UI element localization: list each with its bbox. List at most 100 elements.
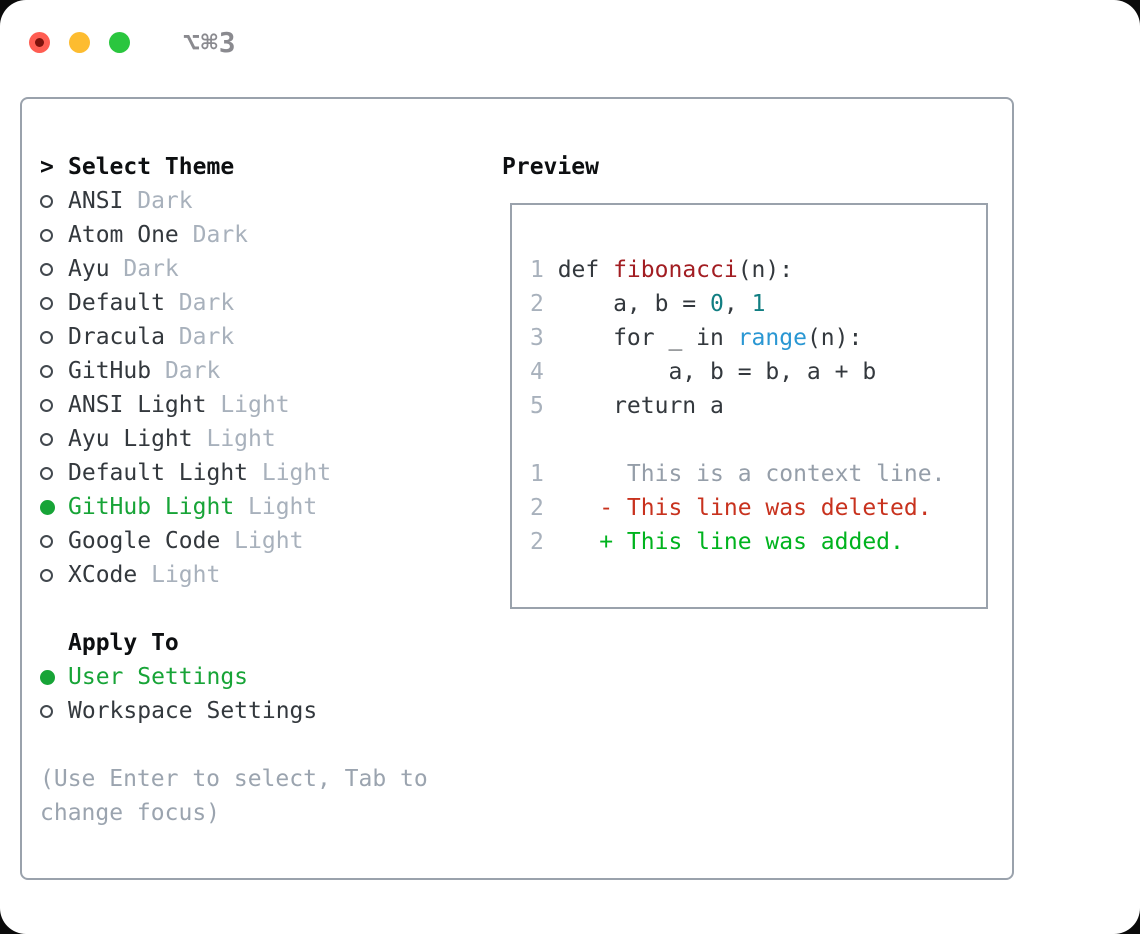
theme-option-ayu[interactable]: Ayu Dark — [40, 252, 480, 286]
blank-line — [530, 423, 970, 457]
theme-variant-badge: Dark — [123, 188, 193, 214]
code-segment-deleted: - This line was deleted. — [557, 495, 932, 521]
theme-name: XCode — [68, 562, 138, 588]
radio-icon — [40, 466, 53, 480]
theme-name: ANSI — [68, 188, 124, 214]
code-line: 2 a, b = 0, 1 — [530, 287, 970, 321]
radio-icon — [40, 262, 53, 276]
code-segment-code: a, b = b, a + b — [557, 359, 877, 385]
select-theme-title: Select Theme — [68, 154, 235, 180]
theme-option-google-code[interactable]: Google Code Light — [40, 524, 480, 558]
radio-cell — [40, 669, 68, 685]
radio-icon — [40, 364, 53, 378]
apply-to-title: Apply To — [68, 630, 179, 656]
code-segment-num: 0 — [710, 291, 724, 317]
diff-added-line: 2 + This line was added. — [530, 525, 970, 559]
line-number: 2 — [530, 529, 544, 555]
apply-option-workspace-settings[interactable]: Workspace Settings — [40, 694, 480, 728]
theme-option-atom-one[interactable]: Atom One Dark — [40, 218, 480, 252]
theme-option-ayu-light[interactable]: Ayu Light Light — [40, 422, 480, 456]
theme-name: ANSI Light — [68, 392, 207, 418]
radio-icon — [40, 228, 53, 242]
code-line: 5 return a — [530, 389, 970, 423]
radio-cell — [40, 432, 68, 446]
code-segment-code: for _ in — [557, 325, 738, 351]
theme-variant-badge: Light — [192, 426, 276, 452]
minimize-button[interactable] — [69, 32, 90, 53]
radio-icon — [40, 568, 53, 582]
theme-variant-badge: Light — [137, 562, 221, 588]
radio-cell — [40, 364, 68, 378]
focus-caret-icon: > — [40, 154, 54, 180]
radio-cell — [40, 499, 68, 515]
line-number: 4 — [530, 359, 544, 385]
radio-cell — [40, 398, 68, 412]
code-line: 4 a, b = b, a + b — [530, 355, 970, 389]
radio-cell — [40, 262, 68, 276]
theme-name: Atom One — [68, 222, 179, 248]
radio-icon — [40, 296, 53, 310]
theme-option-ansi[interactable]: ANSI Dark — [40, 184, 480, 218]
theme-variant-badge: Light — [234, 494, 318, 520]
preview-title: Preview — [502, 154, 599, 180]
spacer — [40, 592, 480, 626]
theme-variant-badge: Light — [206, 392, 290, 418]
theme-option-github-light[interactable]: GitHub Light Light — [40, 490, 480, 524]
code-segment-code: , — [723, 291, 752, 317]
code-segment-builtin: range — [737, 325, 807, 351]
close-button[interactable] — [29, 32, 50, 53]
theme-name: Ayu Light — [68, 426, 193, 452]
zoom-button[interactable] — [109, 32, 130, 53]
theme-variant-badge: Dark — [178, 222, 249, 248]
radio-icon — [40, 534, 53, 548]
theme-option-dracula[interactable]: Dracula Dark — [40, 320, 480, 354]
radio-icon — [40, 330, 53, 344]
theme-name: Dracula — [68, 324, 165, 350]
radio-cell — [40, 194, 68, 208]
radio-icon — [40, 398, 53, 412]
code-segment-code: return a — [557, 393, 724, 419]
radio-cell — [40, 330, 68, 344]
apply-option-label: User Settings — [68, 664, 249, 690]
line-number: 3 — [530, 325, 544, 351]
radio-cell — [40, 296, 68, 310]
line-number: 5 — [530, 393, 544, 419]
radio-cell — [40, 568, 68, 582]
diff-context-line: 1 This is a context line. — [530, 457, 970, 491]
code-segment-code: def — [557, 257, 614, 283]
theme-name: Google Code — [68, 528, 221, 554]
theme-option-default-light[interactable]: Default Light Light — [40, 456, 480, 490]
select-theme-header: > Select Theme — [40, 150, 480, 184]
line-number: 1 — [530, 461, 544, 487]
apply-option-label: Workspace Settings — [68, 698, 318, 724]
code-segment-added: + This line was added. — [557, 529, 904, 555]
line-number: 1 — [530, 257, 544, 283]
theme-name: GitHub Light — [68, 494, 235, 520]
theme-variant-badge: Light — [248, 460, 332, 486]
theme-option-default[interactable]: Default Dark — [40, 286, 480, 320]
window-title: ⌥⌘3 — [183, 26, 237, 59]
radio-icon — [40, 432, 53, 446]
line-number: 2 — [530, 291, 544, 317]
radio-cell — [40, 534, 68, 548]
theme-name: GitHub — [68, 358, 152, 384]
apply-option-user-settings[interactable]: User Settings — [40, 660, 480, 694]
line-number: 2 — [530, 495, 544, 521]
radio-cell — [40, 466, 68, 480]
code-segment-func: fibonacci — [613, 257, 738, 283]
theme-option-github[interactable]: GitHub Dark — [40, 354, 480, 388]
diff-deleted-line: 2 - This line was deleted. — [530, 491, 970, 525]
theme-option-ansi-light[interactable]: ANSI Light Light — [40, 388, 480, 422]
code-line: 3 for _ in range(n): — [530, 321, 970, 355]
radio-icon — [40, 704, 53, 718]
theme-variant-badge: Dark — [164, 290, 235, 316]
theme-option-xcode[interactable]: XCode Light — [40, 558, 480, 592]
theme-variant-badge: Light — [220, 528, 304, 554]
spacer — [40, 728, 480, 762]
